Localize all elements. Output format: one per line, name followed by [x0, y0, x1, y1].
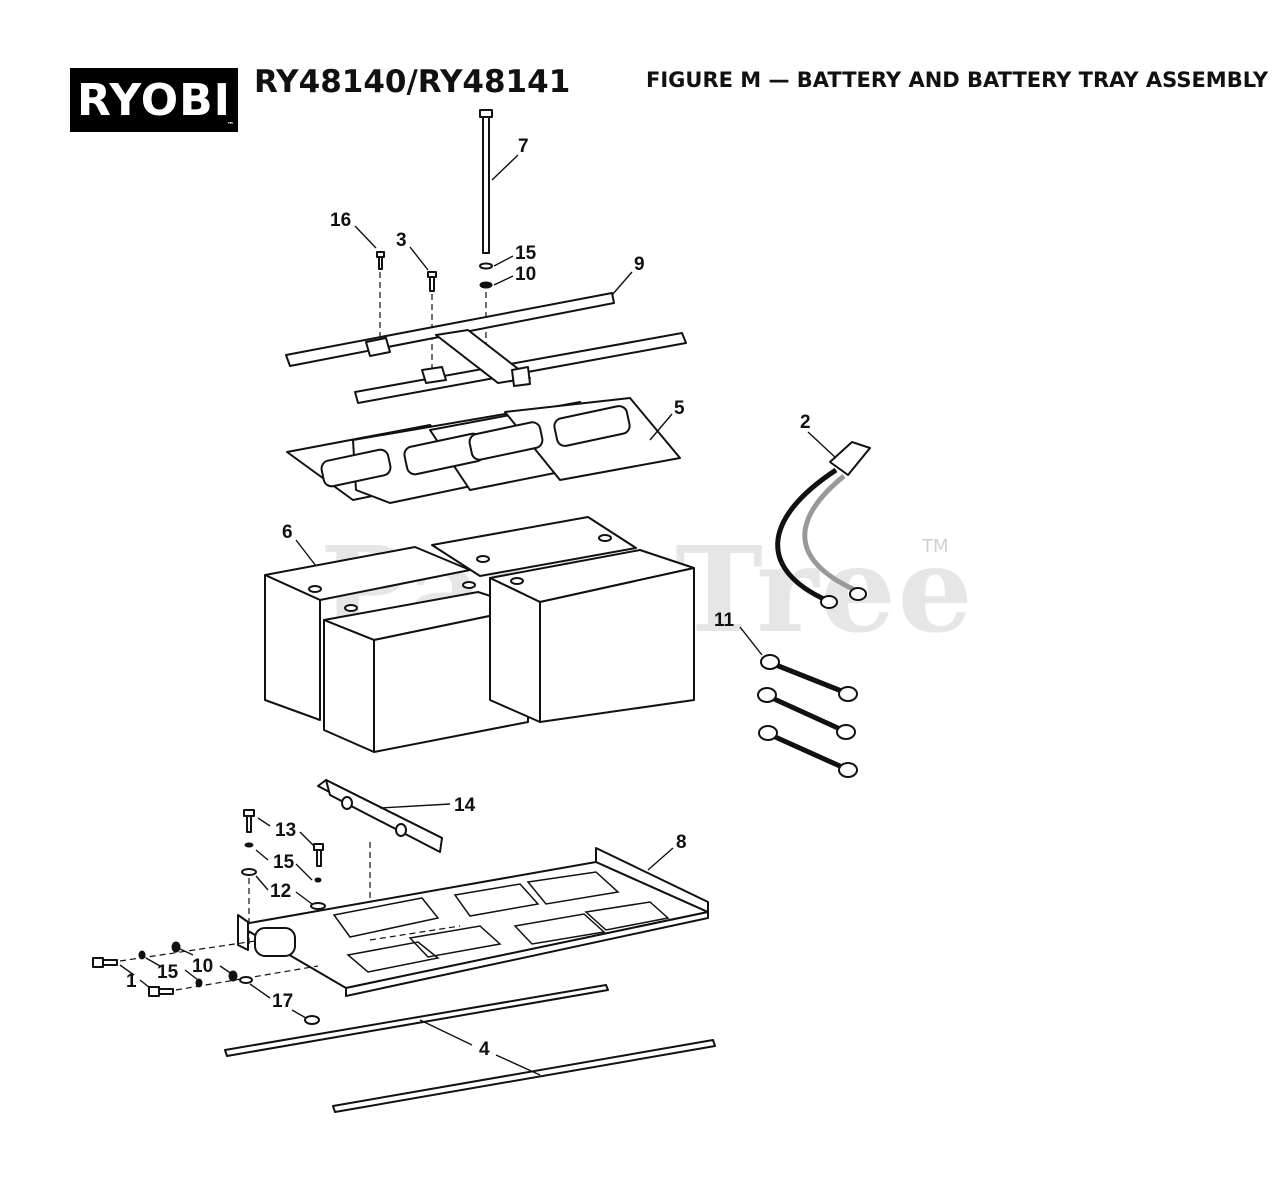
callout-15-top: 15	[515, 243, 537, 264]
lock-washer	[244, 842, 254, 848]
callout-8: 8	[676, 832, 687, 853]
callout-7: 7	[518, 136, 529, 157]
side-bolts-part-1	[92, 957, 174, 997]
watermark-tm: TM	[922, 536, 949, 557]
callout-6: 6	[282, 522, 293, 543]
batteries-part-6	[264, 516, 695, 753]
brand-text: RYOBI	[76, 74, 232, 126]
flat-washer-10	[479, 281, 493, 289]
callout-10-top: 10	[515, 264, 536, 285]
callout-16: 16	[330, 210, 351, 231]
callout-2: 2	[800, 412, 811, 433]
callout-labels: 1 2 3 4 5 6 7 8 9 10 10 11 12 13 14 15 1…	[126, 136, 811, 1060]
callout-10-side: 10	[192, 956, 213, 977]
jumper-cables-part-11	[757, 654, 858, 778]
callout-3: 3	[396, 230, 407, 251]
callout-11: 11	[714, 610, 735, 631]
callout-15-mid: 15	[273, 852, 295, 873]
rod-part-7	[479, 109, 493, 254]
diagram-header: RYOBI ™ RY48140/RY48141 FIGURE M — BATTE…	[0, 0, 1280, 140]
lock-washer	[314, 877, 322, 883]
callout-9: 9	[634, 254, 645, 275]
flat-washer-12	[310, 902, 326, 910]
callout-12: 12	[270, 881, 291, 902]
spacer-17	[239, 976, 253, 984]
leader-lines	[119, 154, 837, 1076]
callout-4: 4	[479, 1039, 490, 1060]
callout-17: 17	[272, 991, 293, 1012]
callout-14: 14	[454, 795, 476, 816]
spacer-17	[304, 1015, 320, 1025]
lock-washer-15	[479, 262, 493, 270]
flat-washer-12	[241, 868, 257, 876]
bracket-part-14	[317, 779, 443, 853]
callout-5: 5	[674, 398, 685, 419]
battery-covers-part-5	[286, 397, 681, 504]
brand-tm: ™	[227, 121, 234, 129]
callout-15-side: 15	[157, 962, 179, 983]
connector-harness-part-2	[775, 441, 871, 609]
battery-tray-part-8	[237, 847, 709, 997]
hold-down-frame-part-9	[285, 292, 687, 404]
bolt-part-16	[376, 251, 385, 270]
bolt-part-3	[427, 271, 437, 292]
callout-13: 13	[275, 820, 296, 841]
ryobi-logo: RYOBI ™	[70, 68, 238, 132]
callout-1: 1	[126, 971, 137, 992]
bolts-part-13	[243, 809, 324, 867]
figure-title: FIGURE M — BATTERY AND BATTERY TRAY ASSE…	[646, 68, 1269, 92]
model-number: RY48140/RY48141	[254, 64, 571, 100]
strips-part-4	[224, 984, 716, 1113]
